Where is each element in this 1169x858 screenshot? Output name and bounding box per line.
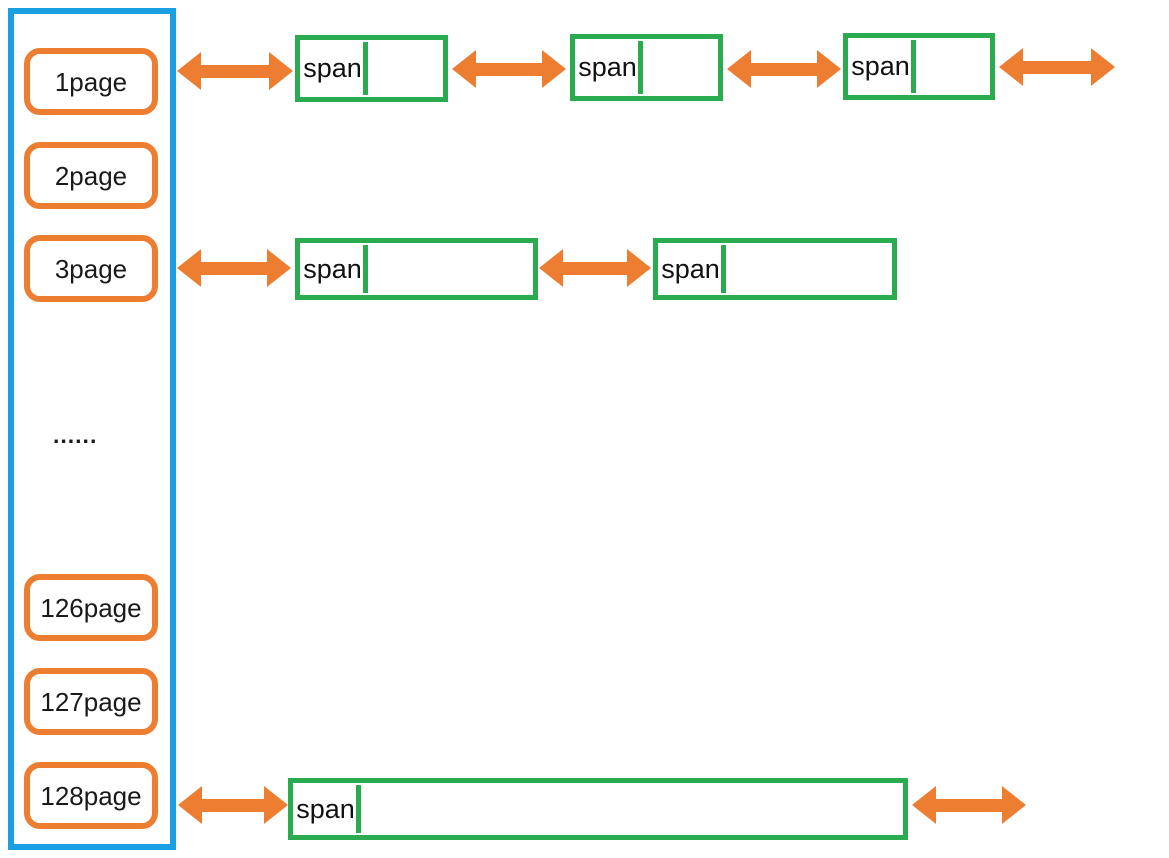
span-free-cell [916, 40, 988, 93]
span-node: span [843, 33, 995, 100]
page-item-label: 127page [40, 686, 142, 717]
arrow-shaft [201, 261, 267, 275]
span-node: span [295, 238, 538, 300]
span-label-cell: span [850, 40, 916, 93]
span-node: span [653, 238, 897, 300]
page-item-label: 126page [40, 592, 142, 623]
span-free-cell [643, 41, 716, 94]
arrow-head-left [539, 249, 563, 287]
page-item-2page: 2page [24, 142, 158, 209]
span-label-cell: span [302, 245, 368, 293]
page-item-label: 2page [54, 160, 128, 191]
span-free-cell [368, 245, 531, 293]
span-node: span [570, 34, 723, 101]
ellipsis-text: ...... [53, 422, 98, 448]
arrow-head-right [264, 786, 288, 824]
double-arrow-icon [539, 249, 651, 287]
page-item-label: 3page [54, 253, 128, 284]
arrow-head-right [542, 50, 566, 88]
span-label-cell: span [295, 785, 361, 833]
arrow-head-left [452, 50, 476, 88]
arrow-shaft [202, 798, 264, 812]
span-node: span [288, 778, 908, 840]
arrow-head-right [817, 50, 841, 88]
double-arrow-icon [452, 50, 566, 88]
page-item-3page: 3page [24, 235, 158, 302]
double-arrow-icon [727, 50, 841, 88]
arrow-head-right [627, 249, 651, 287]
arrow-head-right [269, 52, 293, 90]
span-label-cell: span [660, 245, 726, 293]
arrow-head-left [912, 786, 936, 824]
arrow-head-left [178, 786, 202, 824]
span-free-cell [726, 245, 890, 293]
page-item-128page: 128page [24, 762, 158, 829]
arrow-head-right [1002, 786, 1026, 824]
double-arrow-icon [912, 786, 1026, 824]
span-free-cell [361, 785, 901, 833]
page-item-126page: 126page [24, 574, 158, 641]
span-node: span [295, 35, 448, 102]
arrow-shaft [751, 62, 817, 76]
arrow-shaft [476, 62, 542, 76]
arrow-shaft [1023, 60, 1091, 74]
arrow-shaft [201, 64, 269, 78]
page-item-1page: 1page [24, 48, 158, 115]
arrow-head-right [267, 249, 291, 287]
page-item-label: 1page [54, 66, 128, 97]
arrow-head-right [1091, 48, 1115, 86]
double-arrow-icon [999, 48, 1115, 86]
arrow-head-left [727, 50, 751, 88]
arrow-head-left [177, 52, 201, 90]
page-item-label: 128page [40, 780, 142, 811]
double-arrow-icon [178, 786, 288, 824]
arrow-head-left [999, 48, 1023, 86]
span-label-cell: span [302, 42, 368, 95]
span-label-cell: span [577, 41, 643, 94]
double-arrow-icon [177, 52, 293, 90]
arrow-head-left [177, 249, 201, 287]
arrow-shaft [563, 261, 627, 275]
span-free-cell [368, 42, 441, 95]
double-arrow-icon [177, 249, 291, 287]
page-item-127page: 127page [24, 668, 158, 735]
arrow-shaft [936, 798, 1002, 812]
